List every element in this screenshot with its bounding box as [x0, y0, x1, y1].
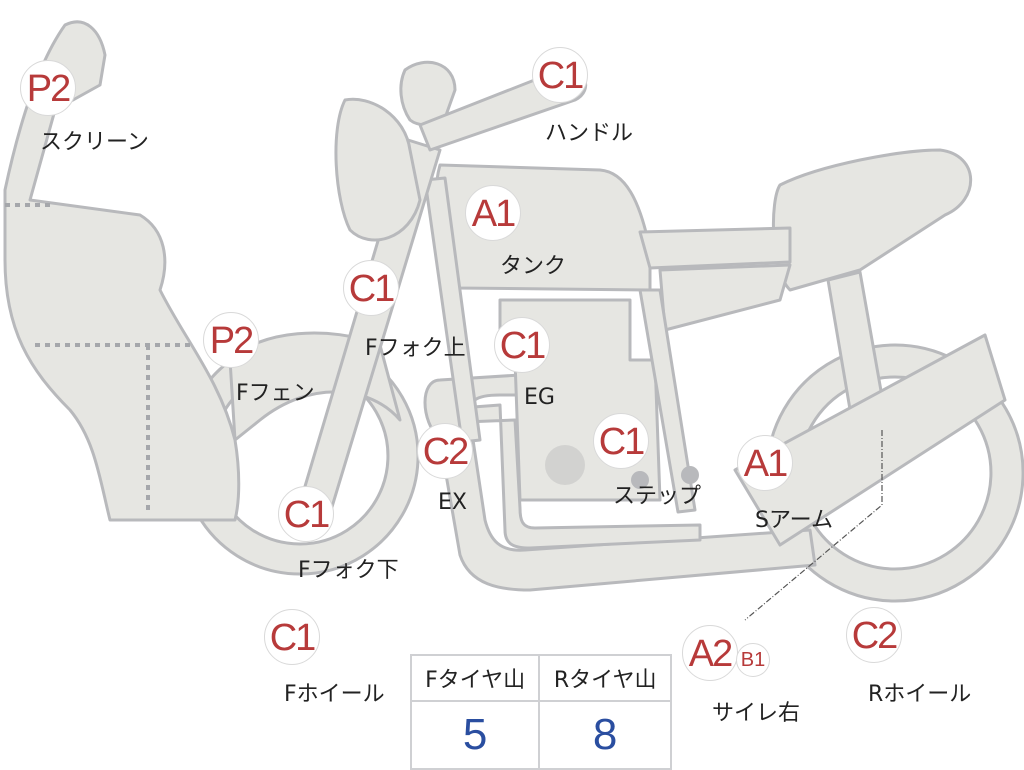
part-code-badge: C1: [343, 260, 399, 316]
part-code-badge: C1: [494, 317, 550, 373]
part-label: Fフォク下: [298, 558, 399, 583]
exhaust-inner-shape: [458, 403, 702, 550]
part-code-badge-secondary: B1: [736, 643, 770, 677]
tail-shape: [638, 226, 792, 270]
part-code-badge: C1: [278, 486, 334, 542]
part-code-badge: C2: [846, 607, 902, 663]
part-label: ステップ: [613, 484, 702, 509]
front-tread-header: Fタイヤ山: [409, 654, 541, 702]
fairing-shape: [3, 20, 241, 522]
part-code-badge: A1: [465, 185, 521, 241]
part-code-badge: C1: [593, 413, 649, 469]
part-code-badge: C1: [264, 609, 320, 665]
part-label: Rホイール: [868, 682, 972, 707]
part-label: タンク: [500, 254, 567, 279]
part-label: Sアーム: [755, 508, 833, 533]
rear-tread-header: Rタイヤ山: [538, 654, 672, 702]
part-label: Fホイール: [284, 682, 385, 707]
part-label: EX: [438, 490, 467, 515]
part-code-badge: A1: [737, 435, 793, 491]
part-label: Fフォク上: [365, 336, 466, 361]
side-cover-shape: [658, 263, 792, 332]
frame-shape: [423, 176, 482, 444]
part-label: スクリーン: [40, 130, 149, 155]
part-code-badge: A2: [682, 625, 738, 681]
part-code-badge: P2: [203, 312, 259, 368]
part-label: ハンドル: [545, 121, 634, 146]
part-code-badge: P2: [20, 60, 76, 116]
headlight-shape: [334, 97, 422, 242]
part-label: EG: [524, 385, 555, 410]
front-tread-value: 5: [409, 700, 541, 770]
part-code-badge: C2: [417, 423, 473, 479]
frame-rear-shape: [638, 288, 697, 514]
tire-tread-table: Fタイヤ山 Rタイヤ山 5 8: [409, 654, 672, 770]
part-label: サイレ右: [712, 701, 801, 726]
seat-shape: [772, 148, 973, 292]
part-code-badge: C1: [532, 47, 588, 103]
rear-tread-value: 8: [538, 700, 672, 770]
silencer-shape: [733, 333, 1007, 547]
part-label: Fフェン: [236, 381, 315, 406]
